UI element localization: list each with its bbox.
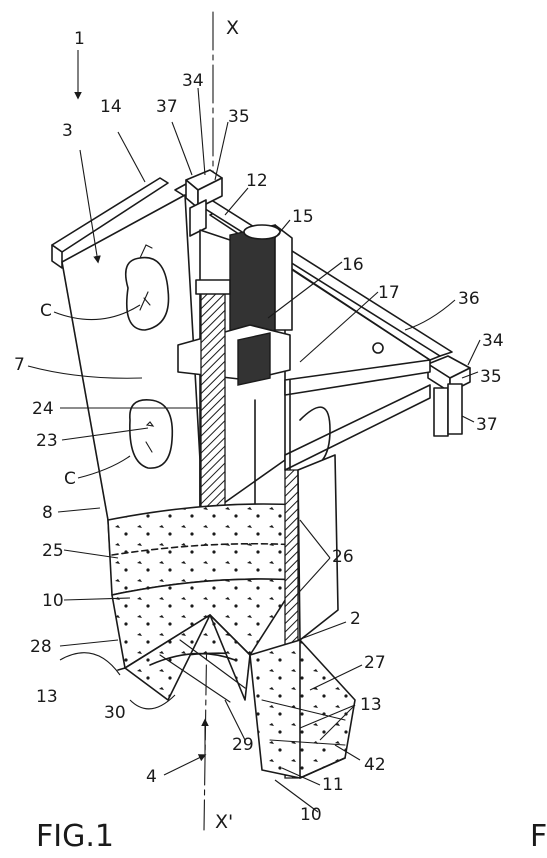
axis-bottom-label: X': [215, 811, 233, 833]
right-tube: [249, 454, 356, 779]
ref-label: 29: [232, 735, 254, 755]
object-c-lower: [129, 399, 174, 469]
ref-label: 28: [30, 637, 52, 657]
ref-label: 8: [42, 503, 53, 523]
ref-label: 36: [458, 289, 480, 309]
object-c-upper: [124, 244, 170, 331]
leader-lines: [27, 50, 481, 813]
ref-label: 12: [246, 171, 268, 191]
ref-label: 26: [332, 547, 354, 567]
ref-label: 35: [480, 367, 502, 387]
motor-assembly: [177, 224, 293, 386]
ref-label: 15: [292, 207, 314, 227]
ref-label: 2: [350, 609, 361, 629]
ref-label: 23: [36, 431, 58, 451]
lower-funnel: [111, 578, 299, 703]
ref-label: 37: [476, 415, 498, 435]
ref-label: 4: [146, 767, 157, 787]
ref-label: 37: [156, 97, 178, 117]
ref-label: C: [40, 301, 52, 321]
right-bracket: [427, 355, 471, 437]
ref-label: 34: [482, 331, 504, 351]
ref-label: 16: [342, 255, 364, 275]
figure-title: FIG.1: [36, 819, 114, 854]
ref-label: 25: [42, 541, 64, 561]
ref-label: 34: [182, 71, 204, 91]
ref-label: 14: [100, 97, 122, 117]
ref-label: 13: [36, 687, 58, 707]
ref-label: 3: [62, 121, 73, 141]
axis-top-label: X: [226, 17, 239, 39]
ref-label: 42: [364, 755, 386, 775]
ref-label: 10: [42, 591, 64, 611]
ref-label: 13: [360, 695, 382, 715]
ref-label: 11: [322, 775, 344, 795]
ref-label: 35: [228, 107, 250, 127]
ref-label: 7: [14, 355, 25, 375]
ref-label: 17: [378, 283, 400, 303]
ref-label: 30: [104, 703, 126, 723]
ref-label: C: [64, 469, 76, 489]
top-bracket: [185, 169, 223, 237]
side-frame: [284, 342, 431, 471]
ref-label: 27: [364, 653, 386, 673]
ref-label: 10: [300, 805, 322, 825]
ref-label: 1: [74, 29, 85, 49]
adjacent-figure-fragment: F: [530, 819, 547, 854]
ref-label: 24: [32, 399, 54, 419]
